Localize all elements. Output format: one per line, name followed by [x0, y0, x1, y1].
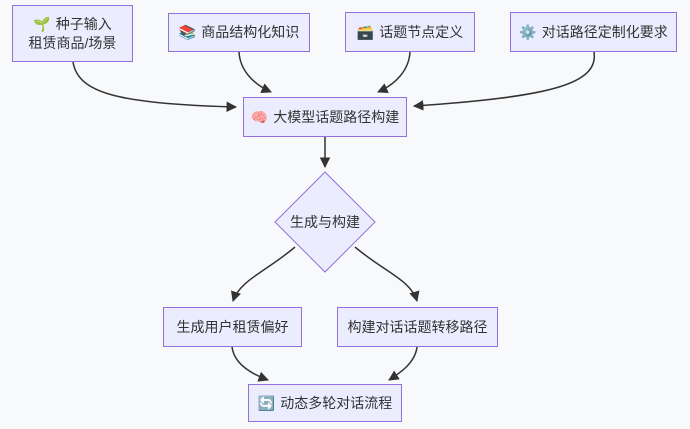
brain-icon: 🧠: [250, 108, 269, 125]
seedling-icon: 🌱: [33, 15, 51, 32]
node-generate-user-rental-preference-label: 生成用户租赁偏好: [176, 318, 289, 335]
node-llm-topic-path-construction-label: 大模型话题路径构建: [273, 108, 400, 125]
node-build-topic-transfer-path-label: 构建对话话题转移路径: [347, 318, 488, 335]
node-generate-user-rental-preference: 生成用户租赁偏好: [163, 307, 302, 347]
decision-diamond-shape: [274, 171, 376, 273]
node-dynamic-multi-turn-dialog: 🔄 动态多轮对话流程: [248, 384, 402, 422]
edge-seed-to-llm: [72, 61, 238, 113]
node-product-knowledge: 📚 商品结构化知识: [168, 13, 310, 52]
refresh-arrows-icon: 🔄: [257, 394, 276, 411]
books-icon: 📚: [178, 24, 197, 41]
edge-diamond-to-userpref: [231, 246, 296, 302]
node-topic-node-definition: 🗃️ 话题节点定义: [345, 12, 475, 52]
decision-generate-and-construct-label: 生成与构建: [290, 214, 360, 230]
node-build-topic-transfer-path: 构建对话话题转移路径: [337, 307, 498, 347]
node-product-knowledge-label: 商品结构化知识: [201, 24, 300, 41]
gear-icon: ⚙️: [519, 23, 537, 40]
node-seed-input-label-line1: 种子输入: [55, 15, 112, 32]
decision-generate-and-construct: 生成与构建: [275, 202, 375, 242]
edge-product-to-llm: [238, 51, 272, 93]
node-topic-node-definition-label: 话题节点定义: [379, 23, 464, 40]
card-file-box-icon: 🗃️: [356, 23, 375, 40]
edge-transfer-to-dynamic: [388, 346, 418, 381]
edge-pathreq-to-llm: [412, 51, 596, 111]
node-dynamic-multi-turn-dialog-label: 动态多轮对话流程: [280, 394, 393, 411]
edge-diamond-to-transfer: [354, 246, 420, 303]
node-llm-topic-path-construction: 🧠 大模型话题路径构建: [243, 97, 407, 137]
node-seed-input: 🌱 种子输入 租赁商品/场景: [12, 5, 133, 62]
edge-topicdef-to-llm: [377, 51, 411, 93]
node-seed-input-label-line2: 租赁商品/场景: [28, 34, 117, 51]
node-path-customization-requirements: ⚙️ 对话路径定制化要求: [510, 12, 677, 52]
node-path-customization-requirements-label: 对话路径定制化要求: [541, 23, 668, 40]
edge-userpref-to-dynamic: [231, 346, 269, 382]
